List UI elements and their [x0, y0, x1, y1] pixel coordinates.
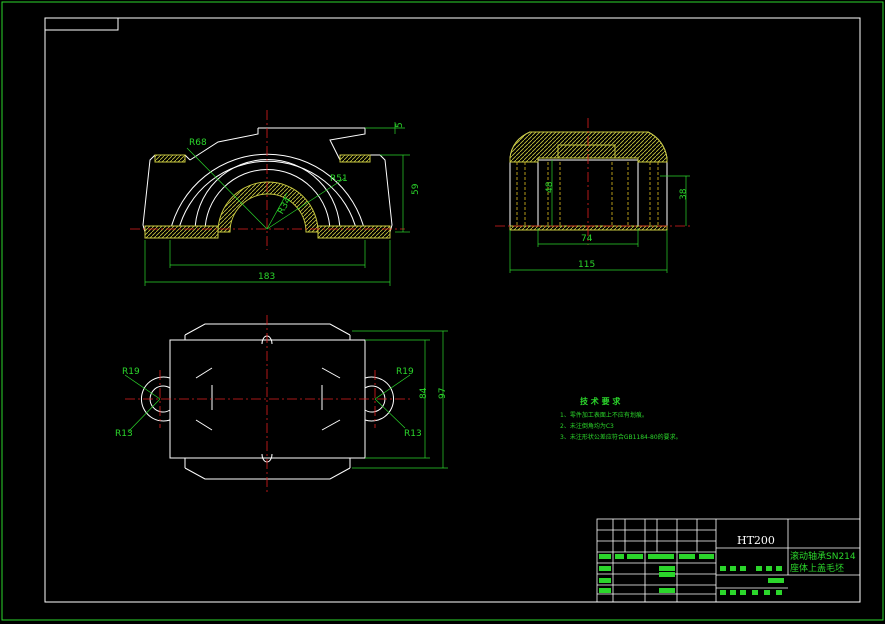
dim-r19-left: R19	[122, 367, 140, 377]
top-view-centerlines	[125, 315, 410, 495]
side-view-hidden-lines	[516, 162, 659, 226]
dim-height-59: 59	[411, 183, 421, 195]
dim-r68: R68	[189, 138, 207, 148]
top-view: R19 R13 R19 R13 84 97	[115, 315, 448, 495]
tech-req-item-1: 1、零件加工表面上不应有划痕。	[560, 411, 648, 419]
dim-width-183: 183	[258, 272, 275, 282]
title-block: HT200 滚动轴承SN214 座体上盖毛坯	[596, 518, 861, 603]
top-view-dimensions	[124, 330, 448, 469]
tech-req-item-2: 2、未注倒角均为C3	[560, 422, 614, 430]
dim-38: 38	[679, 188, 689, 200]
side-view: 48 38 74 115	[495, 118, 690, 273]
title-block-name-line1: 滚动轴承SN214	[790, 550, 856, 562]
front-view-dimensions	[144, 122, 410, 286]
front-view-centerlines	[130, 110, 405, 250]
side-view-dimensions	[509, 160, 690, 273]
dim-top-5: 5	[395, 122, 405, 128]
side-view-centerlines	[495, 118, 690, 245]
front-view: R68 R51 R34 59 5 183	[130, 110, 421, 286]
dim-r51: R51	[330, 174, 348, 184]
dim-74: 74	[581, 234, 593, 244]
dim-97: 97	[438, 388, 448, 399]
front-view-section	[144, 154, 391, 239]
technical-requirements: 技 术 要 求 1、零件加工表面上不应有划痕。 2、未注倒角均为C3 3、未注形…	[560, 396, 682, 441]
front-view-outline	[142, 127, 393, 233]
title-block-label-cells	[599, 554, 784, 595]
dim-48: 48	[545, 181, 555, 193]
top-view-outline	[140, 323, 395, 480]
tech-req-title: 技 术 要 求	[580, 396, 621, 406]
dim-r19-right: R19	[396, 367, 414, 377]
dim-r13-left: R13	[115, 429, 133, 439]
dim-r13-right: R13	[404, 429, 422, 439]
title-block-name-line2: 座体上盖毛坯	[790, 562, 844, 574]
title-block-material: HT200	[737, 534, 775, 547]
dim-84: 84	[419, 387, 429, 399]
tech-req-item-3: 3、未注形状公差应符合GB1184-80的要求。	[560, 433, 682, 441]
dim-115: 115	[578, 260, 595, 270]
side-view-section	[509, 131, 668, 231]
